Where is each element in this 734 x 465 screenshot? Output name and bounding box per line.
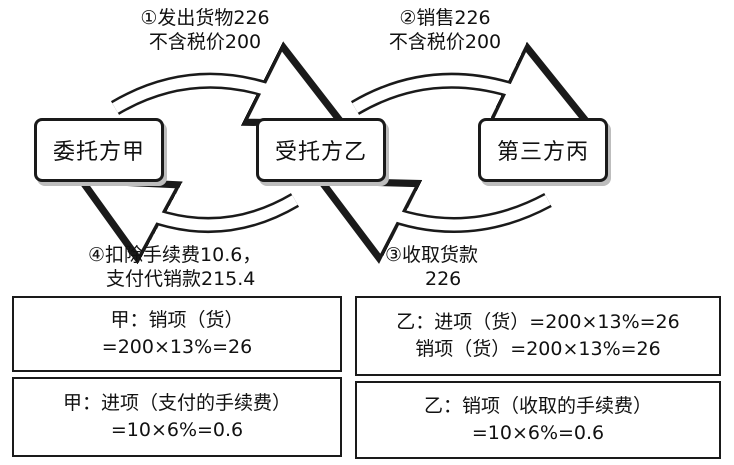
flow-step4-line1: ④扣除手续费10.6， bbox=[88, 244, 262, 266]
box-yi-fee-line1: 乙：销项（收取的手续费） bbox=[423, 395, 652, 417]
flow-step3-line2: 226 bbox=[425, 268, 462, 290]
node-agent: 受托方乙 bbox=[256, 118, 386, 182]
flow-step3-line1: ③收取货款 bbox=[385, 244, 479, 266]
arrow-collect-payment bbox=[358, 200, 552, 225]
flow-step1-line2: 不含税价200 bbox=[148, 31, 262, 53]
flow-label-step4: ④扣除手续费10.6， 支付代销款215.4 bbox=[88, 243, 318, 291]
box-jia-input-line2: =10×6%=0.6 bbox=[110, 419, 244, 441]
node-third-party-label: 第三方丙 bbox=[496, 140, 589, 165]
box-jia-output-line2: =200×13%=26 bbox=[101, 336, 253, 358]
flow-step1-line1: ①发出货物226 bbox=[140, 7, 270, 29]
arrow-sell-goods bbox=[350, 81, 550, 108]
arrow-remit-payment bbox=[118, 200, 300, 225]
node-third-party: 第三方丙 bbox=[478, 118, 608, 182]
box-jia-input-line1: 甲：进项（支付的手续费） bbox=[62, 392, 291, 414]
box-jia-output-vat: 甲：销项（货） =200×13%=26 bbox=[12, 296, 342, 372]
flow-label-step3: ③收取货款 226 bbox=[385, 243, 505, 291]
node-principal-label: 委托方甲 bbox=[52, 140, 145, 165]
flow-step2-line2: 不含税价200 bbox=[388, 31, 502, 53]
box-yi-fee-line2: =10×6%=0.6 bbox=[471, 422, 605, 444]
box-yi-goods-line2: 销项（货）=200×13%=26 bbox=[415, 338, 661, 360]
node-principal: 委托方甲 bbox=[34, 118, 164, 182]
arrow-ship-goods bbox=[110, 81, 305, 108]
flow-label-step2: ②销售226 不含税价200 bbox=[370, 6, 520, 54]
box-yi-goods-line1: 乙：进项（货）=200×13%=26 bbox=[396, 311, 680, 333]
box-yi-fee-vat: 乙：销项（收取的手续费） =10×6%=0.6 bbox=[355, 381, 721, 459]
box-yi-goods-vat: 乙：进项（货）=200×13%=26 销项（货）=200×13%=26 bbox=[355, 296, 721, 376]
box-jia-output-line1: 甲：销项（货） bbox=[110, 309, 244, 331]
flow-label-step1: ①发出货物226 不含税价200 bbox=[120, 6, 290, 54]
flow-step4-line2: 支付代销款215.4 bbox=[106, 268, 256, 290]
box-jia-input-vat: 甲：进项（支付的手续费） =10×6%=0.6 bbox=[12, 377, 342, 457]
flow-step2-line1: ②销售226 bbox=[399, 7, 491, 29]
node-agent-label: 受托方乙 bbox=[274, 140, 367, 165]
